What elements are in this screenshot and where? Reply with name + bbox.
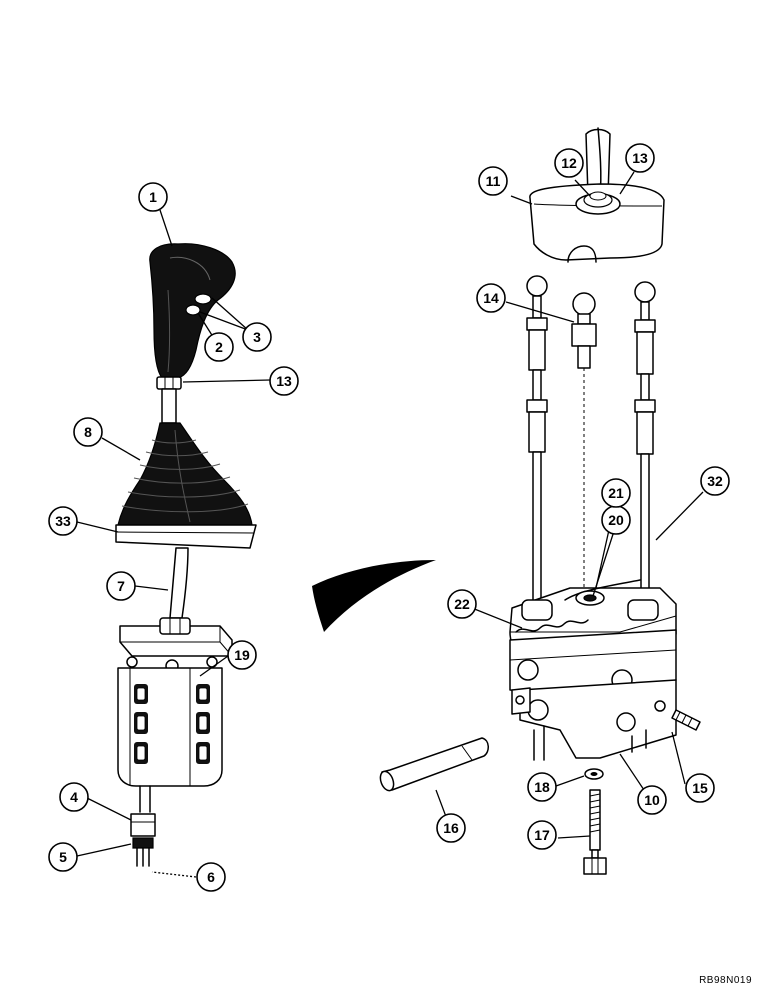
- callout-18: 18: [527, 772, 557, 802]
- callout-19: 19: [227, 640, 257, 670]
- callout-33: 33: [48, 506, 78, 536]
- callout-12-label: 12: [561, 155, 577, 171]
- handle-button-upper: [194, 293, 212, 305]
- callout-8-label: 8: [84, 424, 92, 440]
- callout-13-left: 13: [269, 366, 299, 396]
- callout-5-label: 5: [59, 849, 67, 865]
- ball-stud: [571, 292, 597, 640]
- callout-10-label: 10: [644, 792, 660, 808]
- return-spring: [515, 619, 589, 633]
- linkage-rod-left: [526, 275, 548, 613]
- callout-17-label: 17: [534, 827, 550, 843]
- callout-8: 8: [73, 417, 103, 447]
- callout-22: 22: [447, 589, 477, 619]
- callout-16-label: 16: [443, 820, 459, 836]
- callout-22-label: 22: [454, 596, 470, 612]
- handle-nut: [156, 376, 182, 390]
- callout-2: 2: [204, 332, 234, 362]
- callout-19-label: 19: [234, 647, 250, 663]
- callout-10: 10: [637, 785, 667, 815]
- callout-5: 5: [48, 842, 78, 872]
- callout-2-label: 2: [215, 339, 223, 355]
- callout-33-label: 33: [55, 513, 71, 529]
- handle-button-lower: [185, 304, 201, 316]
- callout-16: 16: [436, 813, 466, 843]
- callout-4: 4: [59, 782, 89, 812]
- callout-15-label: 15: [692, 780, 708, 796]
- lever-shaft: [169, 547, 189, 619]
- callout-32-label: 32: [707, 473, 723, 489]
- lever-cover: [529, 183, 665, 261]
- callout-1-label: 1: [149, 189, 157, 205]
- callout-1: 1: [138, 182, 168, 212]
- callout-3: 3: [242, 322, 272, 352]
- callout-15: 15: [685, 773, 715, 803]
- callout-7-label: 7: [117, 578, 125, 594]
- callout-20: 20: [601, 505, 631, 535]
- callout-18-label: 18: [534, 779, 550, 795]
- callout-13-right: 13: [625, 143, 655, 173]
- callout-3-label: 3: [253, 329, 261, 345]
- connector-4: [130, 813, 156, 837]
- callout-21-label: 21: [608, 485, 624, 501]
- callout-13-right-label: 13: [632, 150, 648, 166]
- drawing-reference-code: RB98N019: [699, 975, 752, 986]
- callout-11-label: 11: [486, 173, 501, 189]
- callout-11: 11: [478, 166, 508, 196]
- rubber-boot: [117, 422, 253, 526]
- pivot-pin: [380, 737, 489, 791]
- callout-21: 21: [601, 478, 631, 508]
- callout-7: 7: [106, 571, 136, 601]
- callout-13-left-label: 13: [276, 373, 292, 389]
- callout-17: 17: [527, 820, 557, 850]
- joystick-assembly: [115, 243, 257, 867]
- callout-12: 12: [554, 148, 584, 178]
- connector-5: [132, 837, 154, 849]
- valve-lower-body: [519, 679, 677, 759]
- valve-assembly: [379, 127, 701, 875]
- mounting-bolt: [583, 789, 607, 875]
- callout-6: 6: [196, 862, 226, 892]
- callout-20-label: 20: [608, 512, 624, 528]
- linkage-rod-right: [634, 281, 656, 615]
- callout-14: 14: [476, 283, 506, 313]
- grease-fitting: [671, 709, 701, 731]
- direction-arrow: [312, 560, 436, 632]
- callout-4-label: 4: [70, 789, 78, 805]
- boot-plate: [115, 524, 257, 549]
- callout-14-label: 14: [483, 290, 499, 306]
- callout-32: 32: [700, 466, 730, 496]
- callout-6-label: 6: [207, 869, 215, 885]
